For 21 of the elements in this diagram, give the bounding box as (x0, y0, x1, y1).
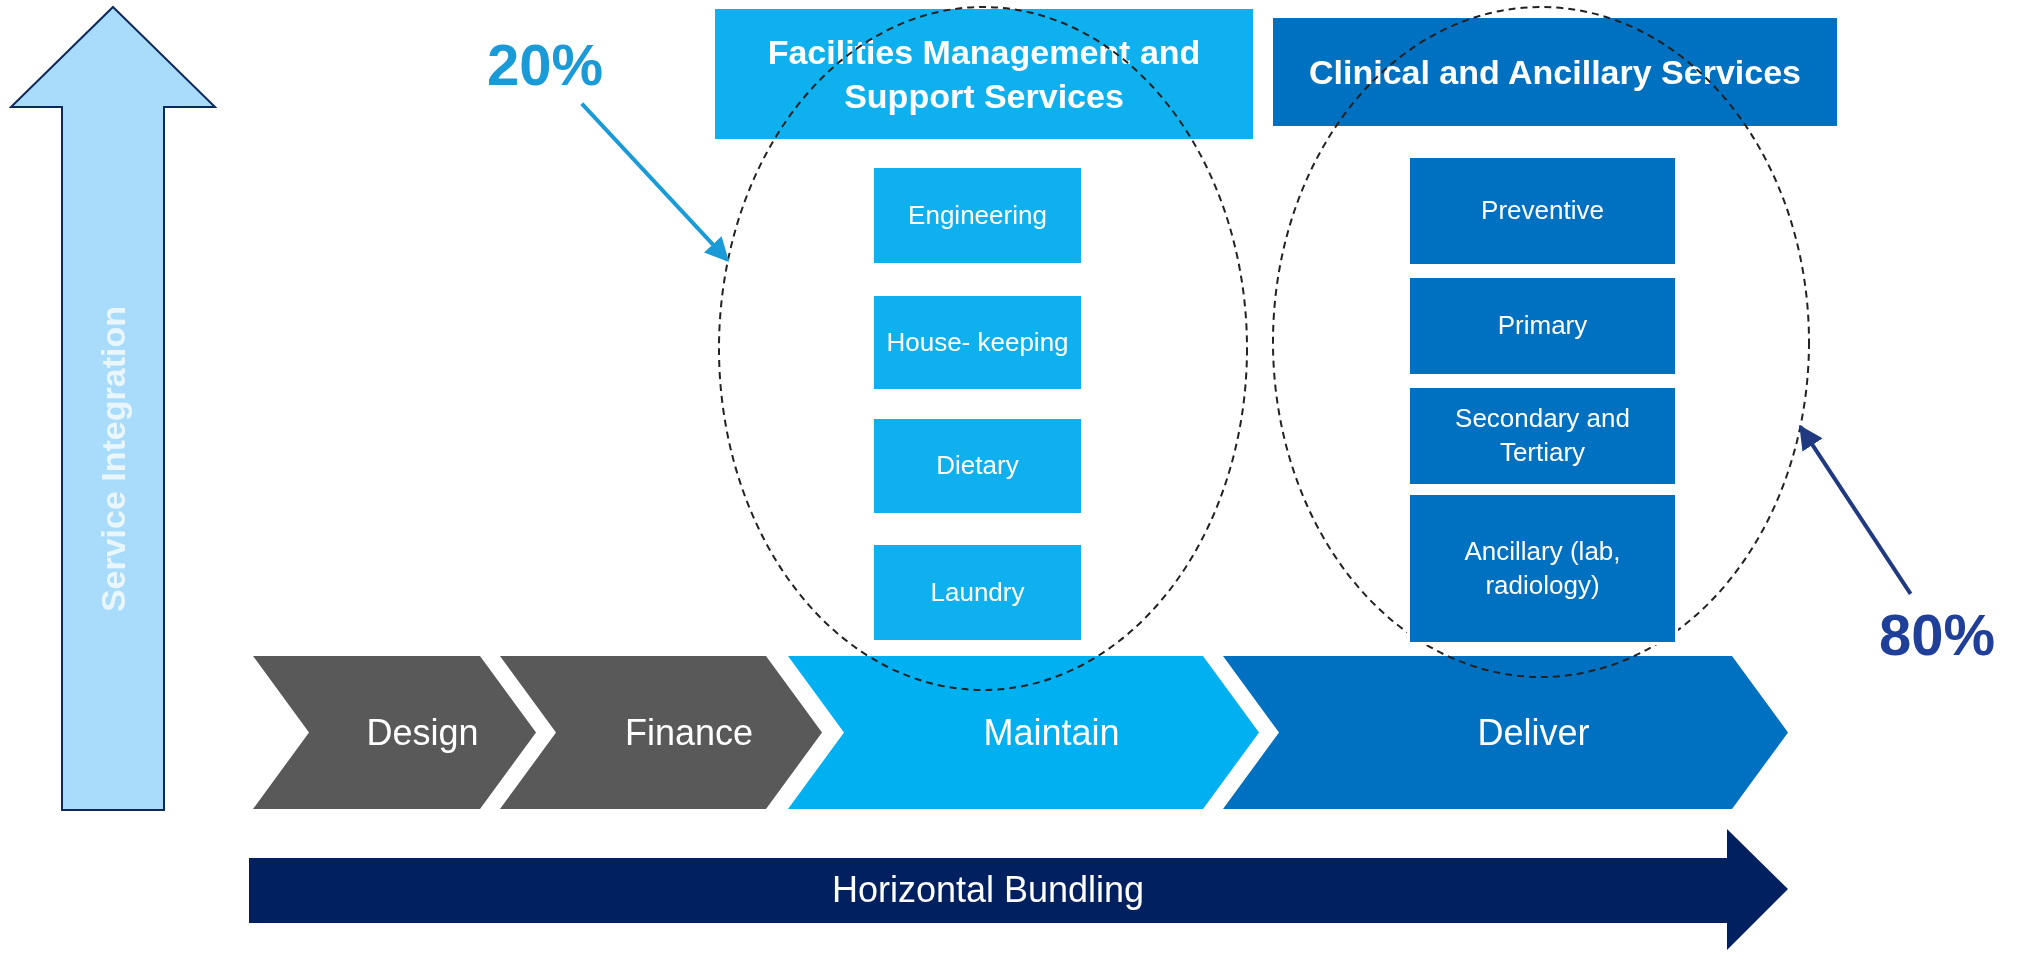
dashed-ellipse (718, 6, 1248, 691)
up-arrow: Service Integration (10, 6, 216, 811)
percent-label: 80% (1862, 598, 2012, 670)
service-box: House- keeping (871, 293, 1084, 392)
process-step: Maintain (788, 656, 1259, 809)
service-box: Ancillary (lab, radiology) (1407, 492, 1678, 645)
arrow (580, 102, 730, 262)
service-box: Preventive (1407, 155, 1678, 267)
service-box: Engineering (871, 165, 1084, 266)
arrow (1798, 424, 1913, 596)
header-box: Clinical and Ancillary Services (1270, 15, 1840, 129)
process-step: Finance (500, 656, 822, 809)
percent-label: 20% (470, 28, 620, 100)
process-step: Design (253, 656, 536, 809)
service-box: Secondary and Tertiary (1407, 385, 1678, 487)
process-step: Deliver (1223, 656, 1788, 809)
right-arrow: Horizontal Bundling (249, 829, 1788, 950)
service-box: Primary (1407, 275, 1678, 377)
service-box: Dietary (871, 416, 1084, 516)
service-box: Laundry (871, 542, 1084, 643)
dashed-ellipse (1272, 6, 1810, 678)
